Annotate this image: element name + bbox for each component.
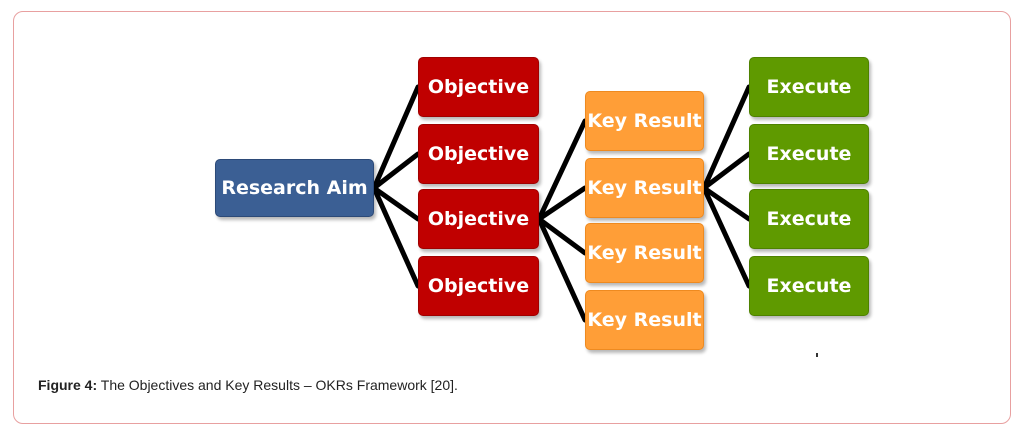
- objective-node: Objective: [418, 256, 539, 316]
- connector-kr-execute-3: [701, 185, 752, 222]
- execute-node: Execute: [749, 124, 869, 184]
- connector-kr-execute-4: [701, 185, 752, 289]
- objective-node: Objective: [418, 57, 539, 117]
- connector-kr-execute-1: [701, 84, 752, 191]
- figure-caption-label: Figure 4:: [38, 377, 98, 393]
- connector-aim-objective-2: [371, 151, 421, 191]
- execute-node: Execute: [749, 57, 869, 117]
- key-result-node: Key Result: [585, 91, 704, 151]
- connector-aim-objective-3: [371, 185, 421, 222]
- execute-label: Execute: [766, 208, 852, 230]
- key-result-label: Key Result: [587, 242, 702, 264]
- connector-objective-kr-1: [536, 118, 588, 222]
- connector-kr-execute-2: [701, 151, 752, 191]
- objective-node: Objective: [418, 124, 539, 184]
- execute-label: Execute: [766, 76, 852, 98]
- objective-node: Objective: [418, 189, 539, 249]
- connector-objective-kr-3: [536, 216, 588, 256]
- key-result-node: Key Result: [585, 223, 704, 283]
- key-result-node: Key Result: [585, 158, 704, 218]
- research-aim-label: Research Aim: [221, 177, 368, 199]
- execute-label: Execute: [766, 275, 852, 297]
- connector-aim-objective-4: [371, 185, 421, 289]
- objective-label: Objective: [427, 143, 530, 165]
- key-result-node: Key Result: [585, 290, 704, 350]
- execute-label: Execute: [766, 143, 852, 165]
- key-result-label: Key Result: [587, 177, 702, 199]
- execute-node: Execute: [749, 189, 869, 249]
- connector-objective-kr-4: [536, 216, 588, 323]
- figure-caption-text: The Objectives and Key Results – OKRs Fr…: [97, 377, 458, 393]
- objective-label: Objective: [427, 275, 530, 297]
- figure-caption: Figure 4: The Objectives and Key Results…: [38, 377, 458, 393]
- execute-node: Execute: [749, 256, 869, 316]
- connector-aim-objective-1: [371, 84, 421, 191]
- objective-label: Objective: [427, 76, 530, 98]
- stray-mark: [816, 353, 818, 357]
- key-result-label: Key Result: [587, 309, 702, 331]
- key-result-label: Key Result: [587, 110, 702, 132]
- research-aim-node: Research Aim: [215, 159, 374, 217]
- connector-objective-kr-2: [536, 185, 588, 222]
- objective-label: Objective: [427, 208, 530, 230]
